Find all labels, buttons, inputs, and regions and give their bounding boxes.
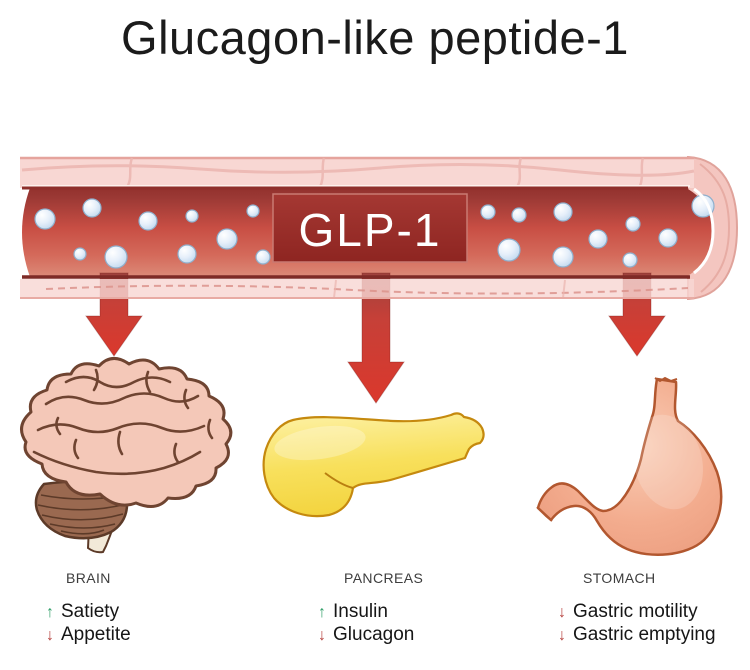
stomach-highlight (633, 414, 703, 510)
stomach-illustration (536, 376, 723, 557)
glp1-molecule (104, 245, 128, 269)
effect-row: ↑ Insulin (318, 601, 423, 624)
glp1-molecule (552, 246, 574, 268)
organ-section-stomach: STOMACH ↓ Gastric motility ↓ Gastric emp… (558, 570, 716, 647)
page-title: Glucagon-like peptide-1 (121, 11, 629, 64)
pancreas-illustration (262, 412, 485, 518)
organ-label-pancreas: PANCREAS (344, 570, 424, 586)
effect-label: Glucagon (333, 624, 415, 645)
increase-arrow-icon: ↑ (318, 604, 326, 621)
pancreas-body (262, 412, 485, 518)
glp1-molecule (497, 238, 521, 262)
effect-label: Gastric motility (573, 601, 698, 622)
effect-label: Satiety (61, 601, 120, 622)
glp1-molecule (658, 228, 678, 248)
glp1-molecule (185, 209, 199, 223)
wall-texture (21, 157, 695, 188)
effect-label: Insulin (333, 601, 388, 622)
stomach-effects: ↓ Gastric motility ↓ Gastric emptying (558, 601, 716, 647)
glp1-molecule (246, 204, 260, 218)
glp1-molecule (216, 228, 238, 250)
glp1-label: GLP-1 (299, 204, 442, 256)
cerebrum (20, 357, 233, 509)
glp1-molecule (138, 211, 158, 231)
glp1-molecule (177, 244, 197, 264)
glp1-molecule (625, 216, 641, 232)
effect-label: Gastric emptying (573, 624, 716, 645)
duodenum-opening (536, 506, 553, 522)
esophagus-opening (654, 376, 678, 383)
glp1-molecule (622, 252, 638, 268)
effect-label: Appetite (61, 624, 131, 645)
brain-illustration (20, 357, 233, 554)
decrease-arrow-icon: ↓ (558, 604, 566, 621)
pancreas-crease (324, 472, 354, 489)
glp1-molecule (34, 208, 56, 230)
glp1-molecule (553, 202, 573, 222)
glp1-molecule (511, 207, 527, 223)
blood-vessel: GLP-1 (20, 155, 739, 404)
brain-effects: ↑ Satiety ↓ Appetite (46, 601, 131, 647)
glp1-molecule (73, 247, 87, 261)
decrease-arrow-icon: ↓ (558, 627, 566, 644)
effect-row: ↑ Satiety (46, 601, 131, 624)
cap-inner-highlight (693, 187, 715, 275)
decrease-arrow-icon: ↓ (318, 627, 326, 644)
organ-label-stomach: STOMACH (583, 570, 656, 586)
effect-row: ↓ Gastric motility (558, 601, 716, 624)
glp1-molecule (82, 198, 102, 218)
vessel-wall-bottom (20, 279, 694, 299)
glp1-label-box: GLP-1 (272, 193, 468, 263)
effect-row: ↓ Appetite (46, 624, 131, 647)
organ-label-brain: BRAIN (66, 570, 111, 586)
glp1-molecule (588, 229, 608, 249)
vessel-wall-top (20, 156, 695, 188)
pancreas-effects: ↑ Insulin ↓ Glucagon (318, 601, 423, 647)
brain-gyri-lines (32, 368, 214, 476)
effect-row: ↓ Glucagon (318, 624, 423, 647)
glp1-molecule (691, 194, 715, 218)
cap-shade-line (699, 163, 731, 293)
stomach-body (536, 377, 723, 557)
glp1-molecule (480, 204, 496, 220)
pancreas-highlight (274, 425, 366, 461)
effect-row: ↓ Gastric emptying (558, 624, 716, 647)
increase-arrow-icon: ↑ (46, 604, 54, 621)
organ-section-brain: BRAIN ↑ Satiety ↓ Appetite (46, 570, 131, 647)
glp1-molecules (34, 194, 715, 269)
organ-section-pancreas: PANCREAS ↑ Insulin ↓ Glucagon (318, 570, 423, 647)
decrease-arrow-icon: ↓ (46, 627, 54, 644)
glp1-molecule (255, 249, 271, 265)
